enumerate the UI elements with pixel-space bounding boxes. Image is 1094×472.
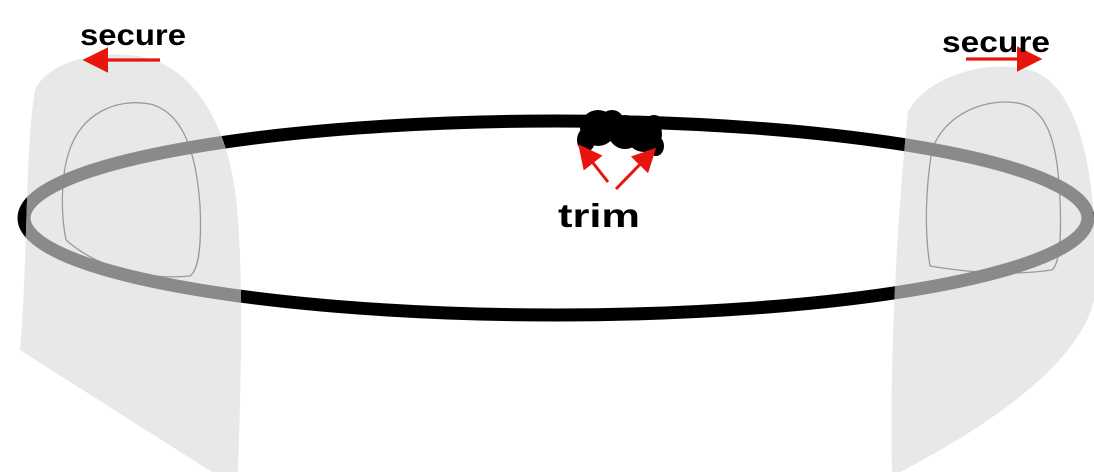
trim-arrows [582,149,652,189]
trim-arrow-left [582,149,608,182]
secure-right-label: secure [942,26,1050,59]
knot [577,110,664,156]
secure-left-label: secure [80,19,186,52]
trim-label: trim [558,197,640,234]
trim-arrow-right [616,152,652,189]
